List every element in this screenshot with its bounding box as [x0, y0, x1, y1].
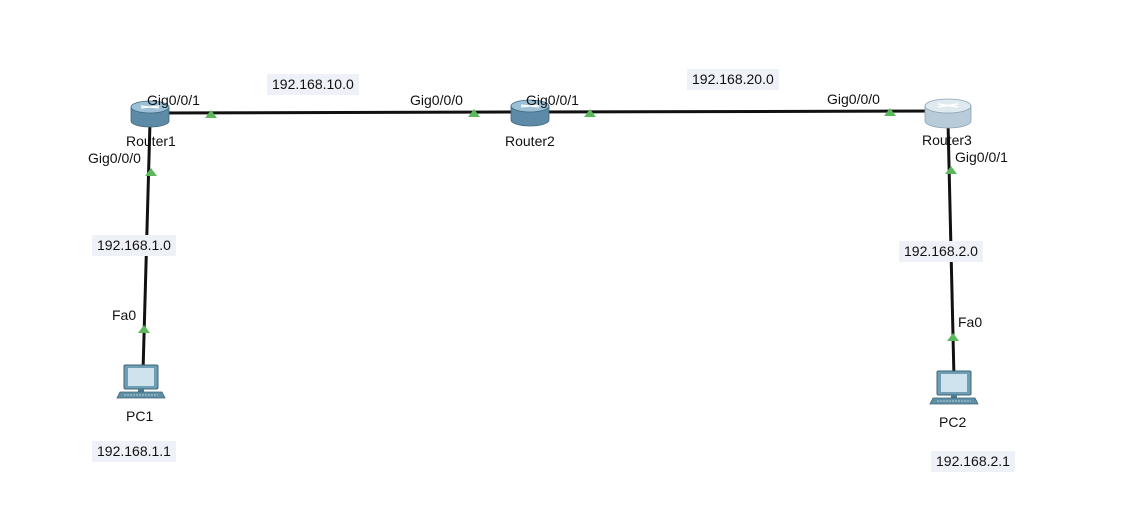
- device-label-router1: Router1: [126, 133, 176, 149]
- device-label-router2: Router2: [505, 133, 555, 149]
- link-status-triangle-icon: [468, 109, 480, 117]
- network-label-pc2-r3: 192.168.2.0: [899, 241, 983, 262]
- router-icon[interactable]: [130, 100, 170, 128]
- network-label-pc1-r1: 192.168.1.0: [92, 235, 176, 256]
- network-label-r1-r2: 192.168.10.0: [267, 74, 359, 95]
- port-label-router3-gig001: Gig0/0/1: [955, 149, 1008, 165]
- link-status-triangle-icon: [138, 325, 150, 333]
- link-status-triangle-icon: [205, 110, 217, 118]
- ip-label-pc2: 192.168.2.1: [931, 451, 1015, 472]
- link-status-triangle-icon: [947, 333, 959, 341]
- link-status-triangle-icon: [945, 166, 957, 174]
- port-label-router1-gig000: Gig0/0/0: [88, 150, 141, 166]
- link-status-triangle-icon: [145, 168, 157, 176]
- link-router1-router2[interactable]: [149, 110, 531, 115]
- port-label-pc2-fa0: Fa0: [958, 314, 983, 330]
- port-label-pc1-fa0: Fa0: [112, 307, 137, 323]
- router-icon[interactable]: [510, 99, 550, 127]
- network-label-r2-r3: 192.168.20.0: [687, 69, 779, 90]
- link-router2-router3[interactable]: [529, 109, 949, 114]
- device-label-pc2: PC2: [939, 414, 967, 430]
- ip-label-pc1: 192.168.1.1: [92, 441, 176, 462]
- device-label-router3: Router3: [922, 132, 972, 148]
- pc-icon[interactable]: [929, 370, 979, 405]
- device-label-pc1: PC1: [126, 408, 154, 424]
- port-label-router3-gig000: Gig0/0/0: [827, 91, 880, 107]
- link-status-triangle-icon: [884, 108, 896, 116]
- pc-icon[interactable]: [116, 364, 166, 399]
- port-label-router2-gig000: Gig0/0/0: [410, 92, 463, 108]
- link-status-triangle-icon: [584, 109, 596, 117]
- port-label-router2-gig001: Gig0/0/1: [526, 92, 579, 108]
- port-label-router1-gig001: Gig0/0/1: [147, 92, 200, 108]
- router-icon[interactable]: [924, 98, 972, 129]
